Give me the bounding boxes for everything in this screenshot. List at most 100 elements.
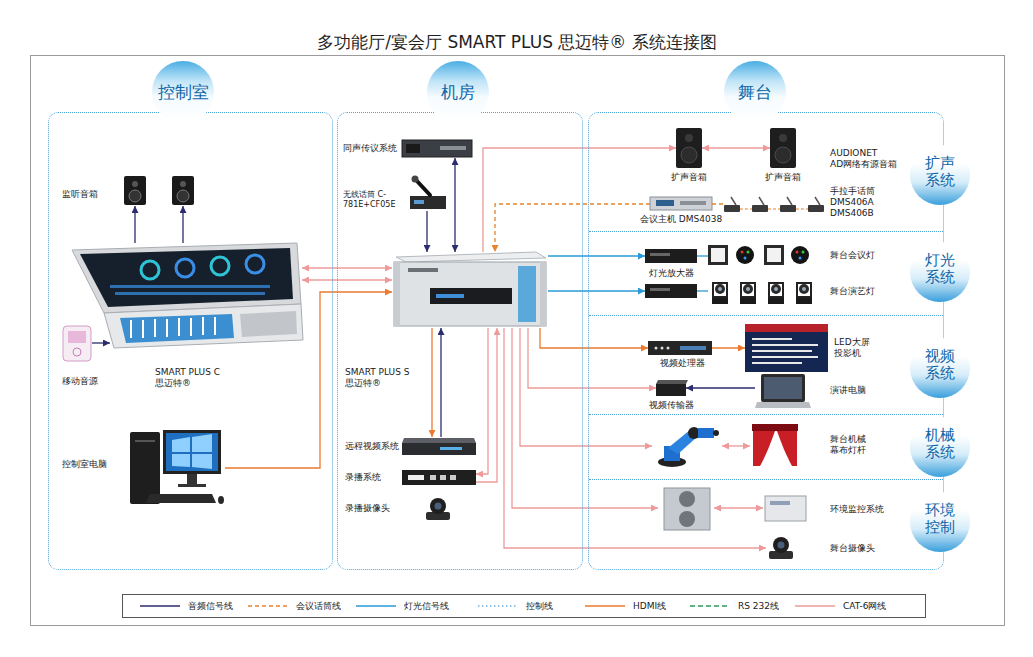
stage-machinery: 舞台机械 幕布灯杆 (652, 421, 800, 469)
control-room-pc (192, 454, 212, 469)
console-illustration (72, 243, 303, 348)
presentation-laptop (761, 374, 805, 402)
lighting-amplifier (650, 253, 670, 256)
stage-camera (778, 542, 785, 549)
outer-frame (31, 56, 1005, 626)
control-room-pc (166, 433, 218, 471)
interpretation-rack (406, 144, 420, 153)
connector (476, 328, 488, 474)
connector (697, 290, 708, 291)
monitor-speaker (132, 181, 138, 187)
device-label: 录播系统 (345, 472, 381, 483)
environment-monitoring (679, 511, 695, 527)
environment-monitoring: 环境监控系统 (658, 485, 810, 534)
device-label: 灯光放大器 (649, 268, 694, 279)
conference-host (656, 200, 674, 206)
control-room-pc (172, 454, 190, 467)
wireless-mic (416, 180, 430, 195)
console-illustration (202, 317, 204, 335)
legend-text: 会议话筒线 (296, 601, 341, 612)
interpretation-rack (402, 140, 472, 157)
connector (520, 328, 652, 446)
microphone-chain: 手拉手话筒 DMS406A DMS406B (724, 196, 824, 213)
video-transmitter (656, 380, 688, 396)
moving-head-lights (713, 283, 727, 297)
video-processor (648, 341, 712, 355)
connector (440, 328, 441, 437)
legend-text: RS 232线 (738, 601, 779, 612)
microphone-chain (740, 209, 752, 210)
video-processor (680, 346, 706, 350)
legend-line (248, 605, 288, 607)
console-illustration (240, 311, 297, 337)
moving-head-lights (712, 298, 728, 304)
microphone-chain (724, 205, 740, 212)
connector (697, 255, 708, 256)
conference-host: 会议主机 DMS4038 (650, 196, 712, 211)
video-transmitter (656, 384, 686, 396)
recording-unit (408, 475, 424, 480)
legend-line (690, 605, 730, 607)
connector (134, 206, 135, 243)
lighting-amplifier (645, 249, 697, 263)
control-room-pc (135, 440, 155, 442)
moving-head-lights (802, 287, 806, 291)
legend-item: 灯光信号线 (356, 597, 449, 615)
console-illustration (190, 318, 192, 336)
legend-text: 音频信号线 (188, 601, 233, 612)
recording-unit (402, 470, 476, 485)
led-screen (752, 350, 812, 352)
legend-text: 控制线 (526, 601, 553, 612)
video-processor: 视频处理器 (648, 341, 712, 355)
control-room-pc (172, 437, 190, 452)
wireless-microphone: 无线话筒 C-781E+CF05E (408, 177, 448, 211)
console-illustration (214, 317, 216, 335)
legend-sample (140, 597, 180, 615)
moving-head-lights (712, 283, 812, 304)
conference-lights (741, 251, 744, 254)
moving-head-lights (746, 287, 750, 291)
environment-monitoring (765, 496, 806, 521)
device-label: 环境监控系统 (830, 504, 884, 515)
stage-machinery (753, 431, 775, 466)
smart-plus-s-unit (518, 266, 536, 322)
moving-head-lights (771, 284, 781, 294)
conference-lights (796, 251, 799, 254)
device-label: 同声传议系统 (343, 143, 397, 154)
environment-control-band: 环境控制环境监控系统舞台摄像头 (589, 480, 943, 569)
smart-plus-s-unit (394, 252, 546, 326)
conference-lights (791, 246, 809, 264)
control-room-pc (163, 430, 221, 474)
connector (426, 211, 427, 252)
device-label: 舞台会议灯 (830, 250, 875, 261)
video-transmitter: 视频传输器 (656, 380, 686, 396)
system-label: 灯光系统 (910, 242, 970, 302)
recording-unit (430, 475, 436, 480)
console-illustration (115, 292, 265, 295)
legend-sample (690, 597, 730, 615)
conference-host (680, 201, 706, 205)
environment-monitoring (664, 488, 806, 530)
microphone-chain (796, 209, 808, 210)
legend-item: 会议话筒线 (248, 597, 341, 615)
led-screen (745, 324, 828, 332)
legend-frame (123, 595, 926, 618)
mobile-audio-source (68, 331, 86, 343)
moving-head-lights (741, 283, 755, 297)
console-illustration (141, 261, 159, 279)
connector (476, 328, 497, 482)
console-illustration (110, 285, 270, 288)
monitor-speaker (177, 190, 189, 202)
control-room-pc (130, 430, 224, 504)
connector (92, 342, 110, 343)
device-label: 舞台演艺灯 (830, 286, 875, 297)
remote-video-unit (440, 447, 462, 450)
lighting-amplifier (650, 288, 670, 291)
console-illustration (130, 320, 132, 338)
stage-machinery (698, 428, 714, 438)
connector (504, 328, 766, 548)
legend-item: RS 232线 (690, 597, 779, 615)
lighting-amplifier: 灯光放大器 (645, 249, 697, 298)
connector (548, 255, 645, 256)
device-label: 舞台摄像头 (830, 543, 875, 554)
